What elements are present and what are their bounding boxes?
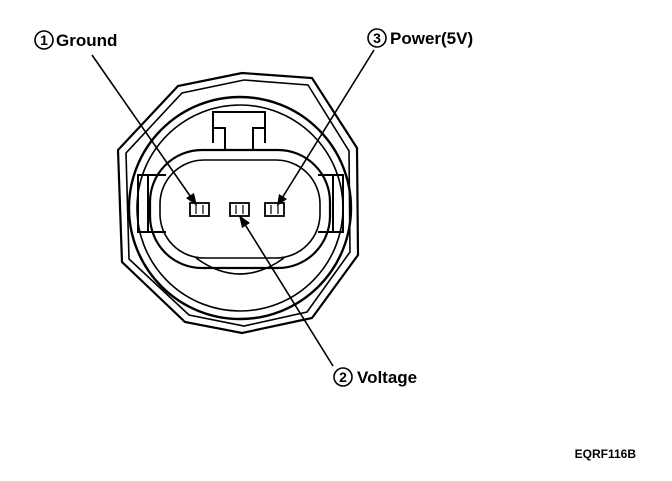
pin-label-voltage: Voltage bbox=[357, 368, 417, 387]
left-latch bbox=[137, 174, 166, 233]
leader-line-ground bbox=[91, 54, 197, 206]
terminal-pin-2 bbox=[229, 202, 250, 217]
housing-outer-circle bbox=[127, 95, 353, 321]
pin-number-3: 3 bbox=[373, 30, 381, 46]
terminal-pin-3 bbox=[264, 202, 285, 217]
connector-shroud-outer bbox=[148, 148, 332, 270]
pin-label-power: Power(5V) bbox=[390, 29, 473, 48]
pin-number-1: 1 bbox=[40, 32, 48, 48]
hex-body-outer bbox=[116, 71, 360, 335]
pin-label-ground: Ground bbox=[56, 31, 117, 50]
pin-number-badge bbox=[367, 28, 387, 48]
label-power: 3 Power(5V) bbox=[367, 28, 473, 48]
right-latch bbox=[318, 174, 344, 233]
pin-number-2: 2 bbox=[339, 369, 347, 385]
leader-line-voltage bbox=[239, 215, 334, 367]
pin-number-badge bbox=[34, 30, 54, 50]
pin-number-badge bbox=[333, 367, 353, 387]
label-voltage: 2 Voltage bbox=[333, 367, 417, 387]
hex-body-inner bbox=[125, 79, 351, 327]
shroud-lower-bulge bbox=[195, 257, 285, 275]
terminal-pin-1 bbox=[189, 202, 210, 217]
label-ground: 1 Ground bbox=[34, 30, 117, 50]
key-tab bbox=[212, 111, 266, 150]
housing-inner-circle bbox=[136, 104, 344, 312]
connector-shroud-inner bbox=[159, 159, 321, 259]
leader-line-power bbox=[277, 49, 375, 206]
figure-code: EQRF116B bbox=[575, 447, 637, 461]
